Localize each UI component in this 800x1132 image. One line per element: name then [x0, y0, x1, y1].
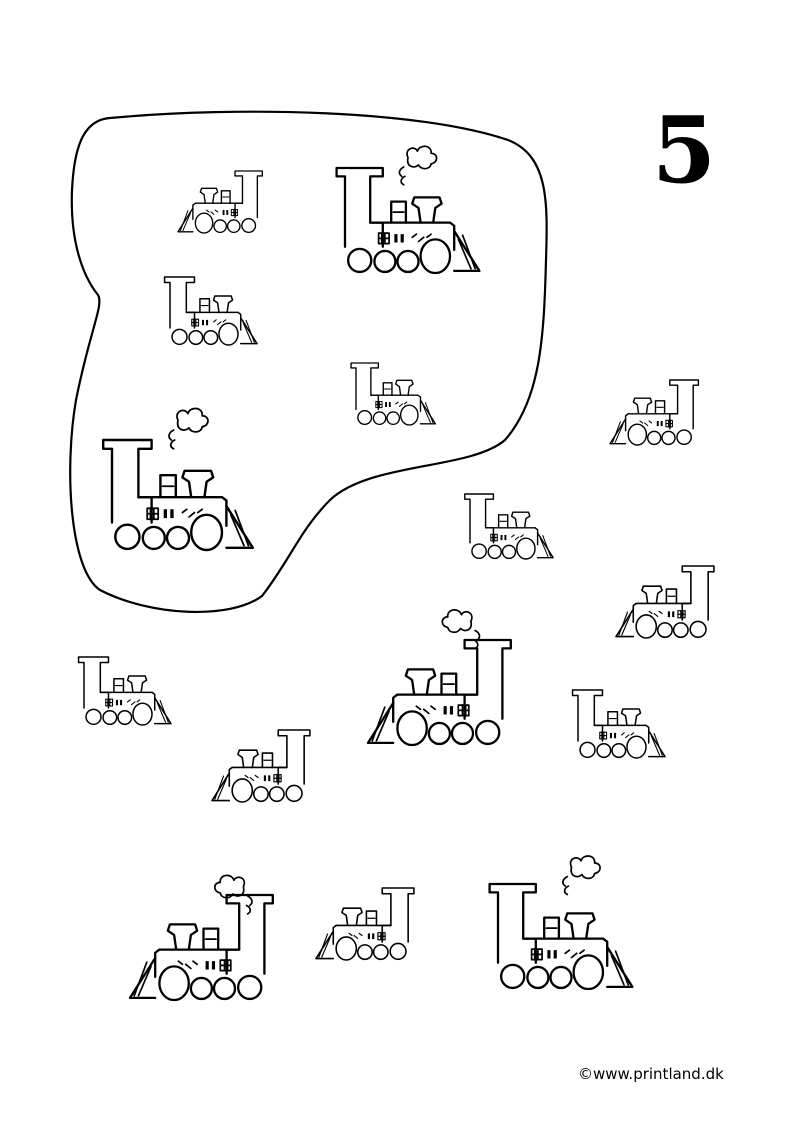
train-icon: [211, 729, 311, 803]
train-icon: [315, 887, 415, 961]
enclosure-outline: [69, 110, 548, 614]
train-icon: [335, 145, 481, 275]
train-icon: [163, 276, 258, 346]
copyright-text: ©www.printland.dk: [578, 1065, 724, 1083]
train-icon: [77, 656, 172, 726]
train-icon: [571, 689, 666, 759]
train-icon: [464, 493, 554, 560]
train-icon: [488, 855, 634, 991]
train-icon: [615, 565, 715, 639]
train-icon: [350, 362, 437, 426]
train-icon: [128, 874, 274, 1002]
train-icon: [177, 170, 264, 234]
train-icon: [609, 379, 700, 446]
train-icon: [366, 609, 512, 747]
train-icon: [101, 407, 255, 552]
worksheet-number: 5: [652, 96, 717, 204]
